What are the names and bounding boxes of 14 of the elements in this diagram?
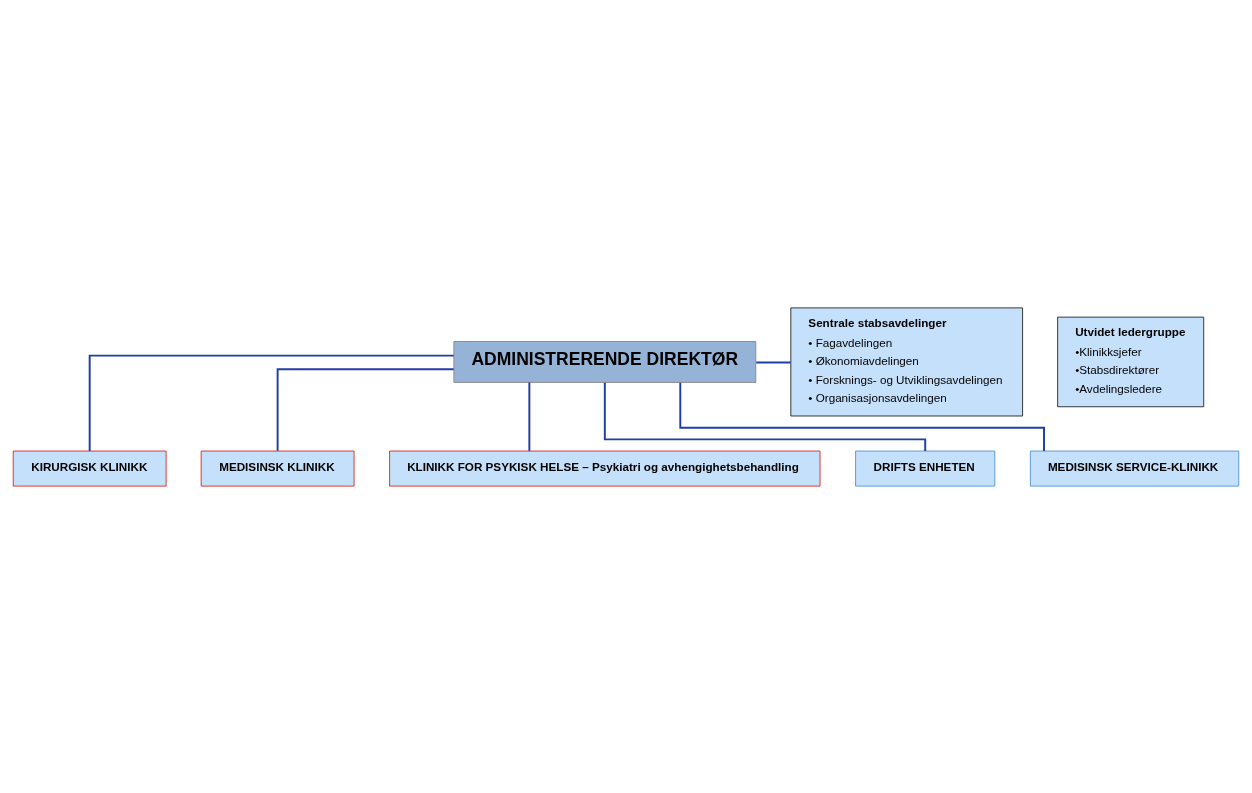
connector — [276, 367, 455, 452]
connector — [679, 381, 1045, 452]
connector — [755, 360, 792, 363]
connector — [528, 381, 531, 452]
node-box: ADMINISTRERENDE DIREKTØR — [453, 340, 757, 383]
node-box: Utvidet ledergruppe •Klinikksjefer •Stabsdirektører •Avdelingsledere — [1057, 316, 1205, 407]
connector — [88, 354, 455, 452]
node-box: DRIFTS ENHETEN — [855, 450, 996, 487]
node-box: MEDISINSK KLINIKK — [200, 450, 355, 487]
node-box: MEDISINSK SERVICE-KLINIKK — [1029, 450, 1240, 487]
node-box: Sentrale stabsavdelinger • Fagavdelingen • Økonomiavdelingen • Forsknings- og Utviklingsavdelingen • Organisasjonsavdelingen — [790, 306, 1024, 416]
connector — [603, 381, 927, 452]
node-box: KLINIKK FOR PSYKISK HELSE – Psykiatri og avhengighetsbehandling — [389, 450, 821, 487]
node-box: KIRURGISK KLINIKK — [12, 450, 167, 487]
